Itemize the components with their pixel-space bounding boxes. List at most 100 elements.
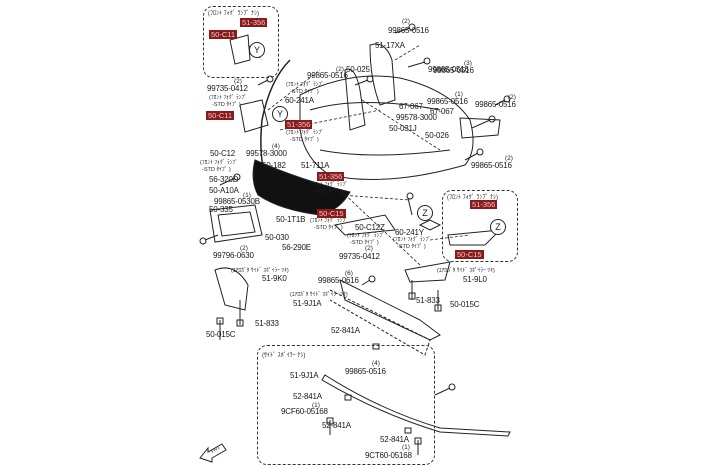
right-side-spoiler — [404, 261, 451, 283]
part-label[interactable]: 52-841A — [331, 326, 360, 335]
part-label[interactable]: 50-025 — [346, 65, 370, 74]
note-fog-std: (ﾌﾛﾝﾄ ﾌｫｸﾞ ﾗﾝﾌﾟ — [200, 160, 238, 166]
part-label[interactable]: 99735-0412 — [207, 84, 248, 93]
left-fog-lamp — [239, 99, 269, 133]
part-label[interactable]: 99578-3000 — [246, 149, 287, 158]
part-label-highlighted[interactable]: 50-C15 — [317, 209, 346, 218]
part-label[interactable]: 9CF60-05168 — [281, 407, 328, 416]
part-label[interactable]: 51-833 — [255, 319, 279, 328]
part-label[interactable]: 9CT60-05168 — [365, 451, 412, 460]
part-label[interactable]: 99578-3000 — [396, 113, 437, 122]
ref-marker-y: Y — [249, 42, 265, 58]
part-label[interactable]: 99865-0616 — [318, 276, 359, 285]
part-label[interactable]: 56-290E — [282, 243, 311, 252]
side-spoiler-deflector — [321, 374, 511, 437]
part-label-highlighted[interactable]: 51-356 — [285, 120, 313, 129]
part-label-highlighted[interactable]: 51-356 — [470, 200, 498, 209]
part-label[interactable]: 50-030 — [265, 233, 289, 242]
right-fog-cover — [333, 214, 396, 236]
note-aero-side-spoiler: (ｴｱﾛｶﾞﾀ ｻｲﾄﾞ ｽﾎﾟｲﾗｰ ﾂｷ) — [231, 268, 289, 274]
part-label[interactable]: 99865-0516 — [428, 65, 469, 74]
ref-marker-z: Z — [417, 205, 433, 221]
side-spoiler-box — [257, 345, 435, 465]
part-label[interactable]: 99865-0516 — [388, 26, 429, 35]
note-std-type: -STD ﾀｲﾌﾟ ) — [350, 240, 379, 246]
note-fog-std: (ﾌﾛﾝﾄ ﾌｫｸﾞ ﾗﾝﾌﾟ — [310, 182, 348, 188]
ref-marker-z: Z — [490, 219, 506, 235]
note-std-type: -STD ﾀｲﾌﾟ ) — [314, 225, 343, 231]
part-label[interactable]: 56-320D — [209, 175, 239, 184]
part-label[interactable]: 60-241A — [285, 96, 314, 105]
qty: (1) — [312, 402, 320, 409]
part-label[interactable]: 50-A10A — [209, 186, 239, 195]
part-label[interactable]: 50-335 — [209, 205, 233, 214]
note-fog-std: (ﾌﾛﾝﾄ ﾌｫｸﾞ ﾗﾝﾌﾟ — [347, 233, 385, 239]
part-label[interactable]: 51-9K0 — [262, 274, 287, 283]
note-fog-std: (ﾌﾛﾝﾄ ﾌｫｸﾞ ﾗﾝﾌﾟ — [209, 95, 247, 101]
part-label[interactable]: 50-015C — [450, 300, 480, 309]
fog-lamp-left-box — [203, 6, 279, 78]
part-label[interactable]: 99865-0516 — [471, 161, 512, 170]
note-std-type: -STD ﾀｲﾌﾟ ) — [212, 102, 241, 108]
part-label[interactable]: 50-C12Z — [355, 223, 385, 232]
qty: (1) — [455, 91, 463, 98]
part-label[interactable]: 50-182 — [262, 161, 286, 170]
part-label[interactable]: 99865-0516 — [307, 71, 348, 80]
note-std-type: -STD ﾀｲﾌﾟ ) — [202, 167, 231, 173]
qty: (2) — [336, 66, 344, 73]
part-label-highlighted[interactable]: 50-C11 — [206, 111, 235, 120]
note-aero-side-spoiler: (ｴｱﾛｶﾞﾀ ｻｲﾄﾞ ｽﾎﾟｲﾗｰ ﾂｷ) — [290, 292, 348, 298]
qty: (6) — [345, 270, 353, 277]
qty: (1) — [402, 444, 410, 451]
part-label[interactable]: 99865-0516 — [345, 367, 386, 376]
part-label[interactable]: 51-711A — [301, 161, 330, 170]
qty: (4) — [372, 360, 380, 367]
part-label[interactable]: 52-841A — [293, 392, 322, 401]
part-label-highlighted[interactable]: 51-356 — [240, 18, 268, 27]
part-label[interactable]: 50-C12 — [210, 149, 236, 158]
qty: (2) — [402, 18, 410, 25]
qty: (2) — [234, 78, 242, 85]
part-label[interactable]: 51-833 — [416, 296, 440, 305]
qty: (2) — [508, 94, 516, 101]
part-label[interactable]: 99865-0516 — [427, 97, 468, 106]
fog-lamp-left-box-title: (ﾌﾛﾝﾄ ﾌｫｸﾞ ﾗﾝﾌﾟ ﾅｼ) — [208, 11, 259, 17]
qty: (2) — [240, 245, 248, 252]
qty: (4) — [272, 143, 280, 150]
part-label[interactable]: 52-841A — [380, 435, 409, 444]
part-label[interactable]: 50-026 — [425, 131, 449, 140]
part-label[interactable]: 99796-0630 — [213, 251, 254, 260]
fasteners — [199, 23, 511, 455]
left-side-spoiler — [214, 267, 249, 311]
part-label[interactable]: 51-9J1A — [293, 299, 322, 308]
part-label[interactable]: 51-9L0 — [463, 275, 487, 284]
part-label[interactable]: 67-067 — [430, 107, 454, 116]
note-fog-std: (ﾌﾛﾝﾄ ﾌｫｸﾞ ﾗﾝﾌﾟ — [286, 130, 324, 136]
note-fog-std: (ﾌﾛﾝﾄ ﾌｫｸﾞ ﾗﾝﾌﾟ — [393, 237, 431, 243]
part-label[interactable]: 99865-0516 — [433, 66, 474, 75]
note-std-type: -STD ﾀｲﾌﾟ ) — [290, 89, 319, 95]
ref-marker-y: Y — [272, 106, 288, 122]
part-label[interactable]: 60-241Y — [395, 228, 424, 237]
part-label[interactable]: 50-015C — [206, 330, 236, 339]
part-label-highlighted[interactable]: 51-356 — [317, 172, 345, 181]
part-label[interactable]: 50-1T1B — [276, 215, 306, 224]
part-label[interactable]: 99865-0530B — [214, 197, 260, 206]
part-label-highlighted[interactable]: 50-C15 — [455, 250, 484, 259]
part-label[interactable]: 51-9J1A — [290, 371, 319, 380]
part-label[interactable]: 50-031J — [389, 124, 417, 133]
part-label[interactable]: 67-067 — [399, 102, 423, 111]
part-label[interactable]: 52-841A — [322, 421, 351, 430]
right-fog-bracket — [459, 117, 501, 139]
part-label-highlighted[interactable]: 50-C11 — [209, 30, 238, 39]
fog-lamp-right-box-title: (ﾌﾛﾝﾄ ﾌｫｸﾞ ﾗﾝﾌﾟ ﾅｼ) — [447, 195, 498, 201]
note-std-type: -STD ﾀｲﾌﾟ ) — [397, 244, 426, 250]
part-label[interactable]: 99735-0412 — [339, 252, 380, 261]
qty: (3) — [464, 60, 472, 67]
fog-lamp-right-box — [442, 190, 518, 262]
qty: (1) — [243, 192, 251, 199]
part-label[interactable]: 99865-0516 — [475, 100, 516, 109]
note-std-type: -STD ﾀｲﾌﾟ ) — [314, 189, 343, 195]
note-fog-std: (ﾌﾛﾝﾄ ﾌｫｸﾞ ﾗﾝﾌﾟ — [286, 82, 324, 88]
part-label[interactable]: 51-17XA — [375, 41, 405, 50]
